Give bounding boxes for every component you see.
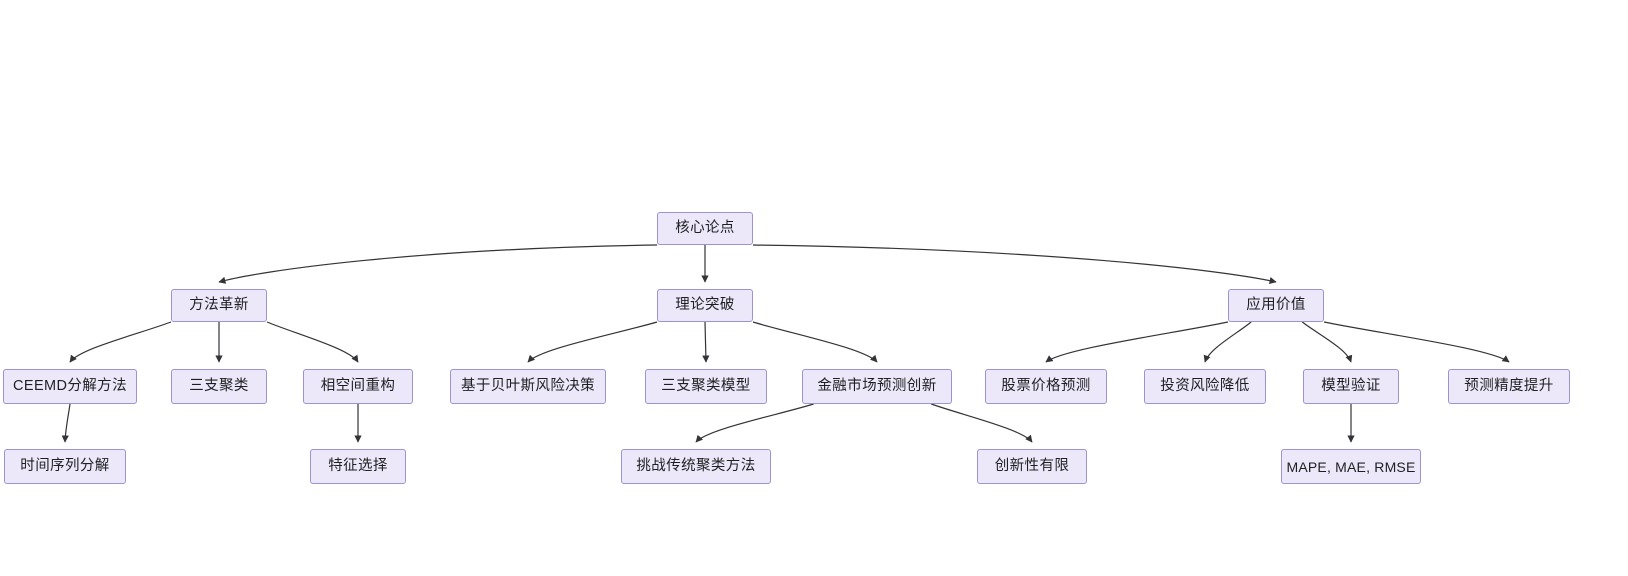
flow-node-label: 时间序列分解 — [20, 458, 110, 475]
flow-edge-root-to-value — [752, 244, 1277, 285]
flow-node-label: 基于贝叶斯风险决策 — [460, 378, 596, 395]
flow-node-bayes[interactable]: 基于贝叶斯风险决策 — [450, 369, 606, 404]
flow-node-phase[interactable]: 相空间重构 — [303, 369, 413, 404]
flow-node-limited[interactable]: 创新性有限 — [977, 449, 1087, 484]
flow-edge-root-to-method — [218, 244, 658, 284]
flow-edge-ceemd-to-tsdecomp — [61, 403, 71, 443]
flow-node-label: 创新性有限 — [994, 458, 1070, 475]
flow-node-value[interactable]: 应用价值 — [1228, 289, 1324, 322]
flow-node-label: 核心论点 — [675, 220, 735, 237]
flow-node-challenge[interactable]: 挑战传统聚类方法 — [621, 449, 771, 484]
flow-node-metrics[interactable]: MAPE, MAE, RMSE — [1281, 449, 1421, 484]
flow-edge-value-to-risk — [1203, 321, 1252, 363]
flow-node-label: 挑战传统聚类方法 — [636, 458, 756, 475]
flow-edge-value-to-accuracy — [1323, 321, 1510, 363]
flow-node-label: 三支聚类模型 — [661, 378, 751, 395]
flow-node-featsel[interactable]: 特征选择 — [310, 449, 406, 484]
flow-edge-theory-to-finance — [752, 321, 878, 363]
flow-edge-finance-to-limited — [931, 403, 1033, 443]
flow-edge-finance-to-challenge — [695, 403, 814, 443]
flow-edge-theory-to-twmodel — [702, 321, 710, 363]
flow-edge-value-to-stock — [1045, 321, 1229, 363]
flow-node-ceemd[interactable]: CEEMD分解方法 — [3, 369, 137, 404]
flow-node-label: 三支聚类 — [189, 378, 249, 395]
flow-node-label: 理论突破 — [675, 297, 735, 314]
flow-node-label: 应用价值 — [1246, 297, 1306, 314]
flow-edge-theory-to-bayes — [527, 321, 658, 363]
flow-node-label: CEEMD分解方法 — [13, 378, 127, 395]
flow-node-theory[interactable]: 理论突破 — [657, 289, 753, 322]
flow-node-finance[interactable]: 金融市场预测创新 — [802, 369, 952, 404]
flow-node-label: 金融市场预测创新 — [817, 378, 937, 395]
flow-node-risk[interactable]: 投资风险降低 — [1144, 369, 1266, 404]
flow-edge-method-to-ceemd — [69, 321, 172, 363]
flow-node-accuracy[interactable]: 预测精度提升 — [1448, 369, 1570, 404]
flow-edge-method-to-phase — [266, 321, 359, 363]
flow-node-tsdecomp[interactable]: 时间序列分解 — [4, 449, 126, 484]
flow-node-label: 预测精度提升 — [1464, 378, 1554, 395]
flow-node-root[interactable]: 核心论点 — [657, 212, 753, 245]
flow-node-threeway[interactable]: 三支聚类 — [171, 369, 267, 404]
flow-node-method[interactable]: 方法革新 — [171, 289, 267, 322]
flow-node-label: 相空间重构 — [320, 378, 396, 395]
flow-node-validate[interactable]: 模型验证 — [1303, 369, 1399, 404]
flow-node-label: 股票价格预测 — [1001, 378, 1091, 395]
flow-node-label: MAPE, MAE, RMSE — [1286, 458, 1416, 475]
flow-node-stock[interactable]: 股票价格预测 — [985, 369, 1107, 404]
flow-edge-value-to-validate — [1301, 321, 1353, 363]
flow-node-label: 投资风险降低 — [1160, 378, 1250, 395]
flow-node-label: 模型验证 — [1321, 378, 1381, 395]
flow-node-twmodel[interactable]: 三支聚类模型 — [645, 369, 767, 404]
flow-node-label: 特征选择 — [328, 458, 388, 475]
flow-node-label: 方法革新 — [189, 297, 249, 314]
edge-group — [61, 244, 1510, 443]
